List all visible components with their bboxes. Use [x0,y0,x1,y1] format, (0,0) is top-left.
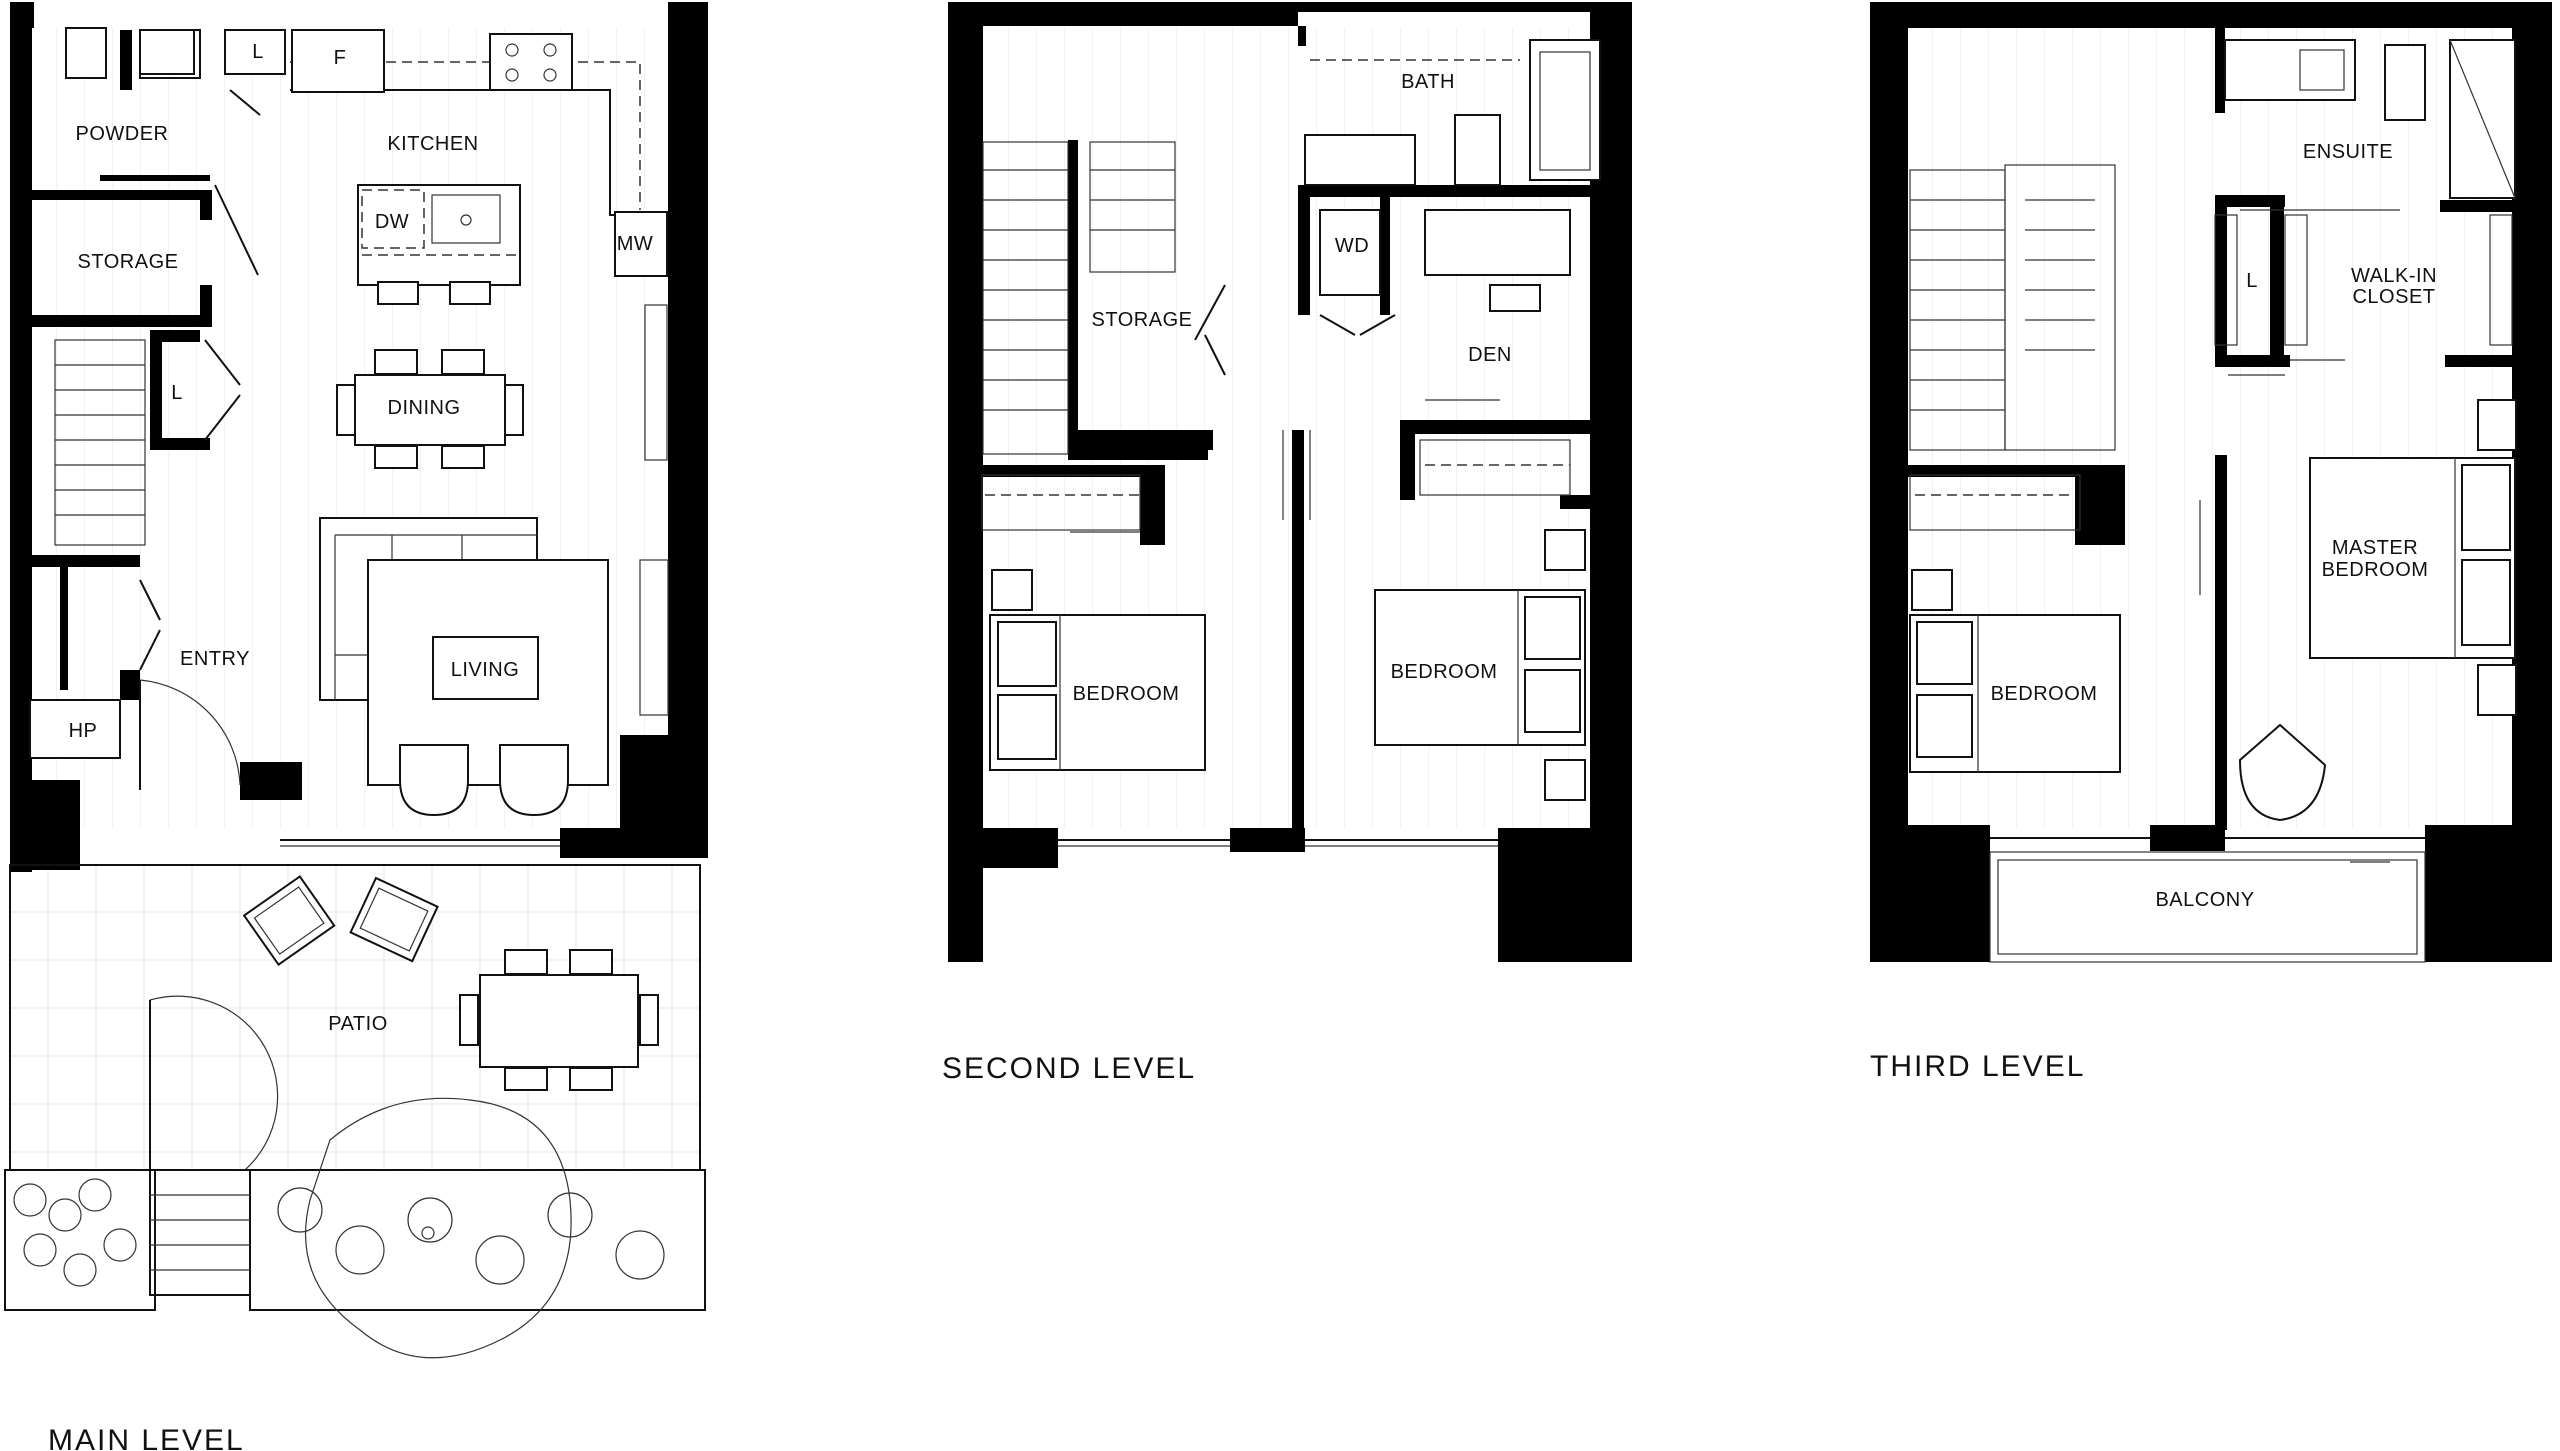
room-label-bedroom-left: BEDROOM [1073,683,1180,705]
room-label-fridge: F [334,47,347,69]
room-label-microwave: MW [617,233,654,255]
room-label-bath: BATH [1401,71,1455,93]
room-label-ensuite: ENSUITE [2303,141,2393,163]
room-label-patio: PATIO [328,1013,388,1035]
third-level-plan [1870,2,2552,963]
room-label-master-line2: BEDROOM [2322,559,2429,581]
room-label-dishwasher: DW [375,211,409,233]
room-label-living: LIVING [451,659,520,681]
room-label-closet-line1: WALK-IN [2351,265,2437,287]
room-label-closet-line2: CLOSET [2352,286,2435,308]
room-label-kitchen: KITCHEN [387,133,478,155]
room-label-storage-2: STORAGE [1092,309,1193,331]
room-label-balcony: BALCONY [2155,889,2254,911]
room-label-storage: STORAGE [78,251,179,273]
room-label-master-line1: MASTER [2332,537,2418,559]
room-label-entry: ENTRY [180,648,250,670]
room-label-hp: HP [69,720,98,742]
second-level-plan [948,2,1632,962]
level-title-main: MAIN LEVEL [48,1424,245,1451]
level-title-third: THIRD LEVEL [1870,1050,2085,1083]
room-label-powder: POWDER [76,123,169,145]
level-title-second: SECOND LEVEL [942,1052,1196,1085]
room-label-linen-3: L [2246,270,2258,292]
room-label-linen: L [171,382,183,404]
room-label-wd: WD [1335,235,1369,257]
room-label-bedroom-3: BEDROOM [1991,683,2098,705]
room-label-bedroom-right: BEDROOM [1391,661,1498,683]
main-level-plan [4,2,708,1359]
room-label-laundry: L [252,41,264,63]
room-label-den: DEN [1468,344,1512,366]
room-label-dining: DINING [388,397,461,419]
